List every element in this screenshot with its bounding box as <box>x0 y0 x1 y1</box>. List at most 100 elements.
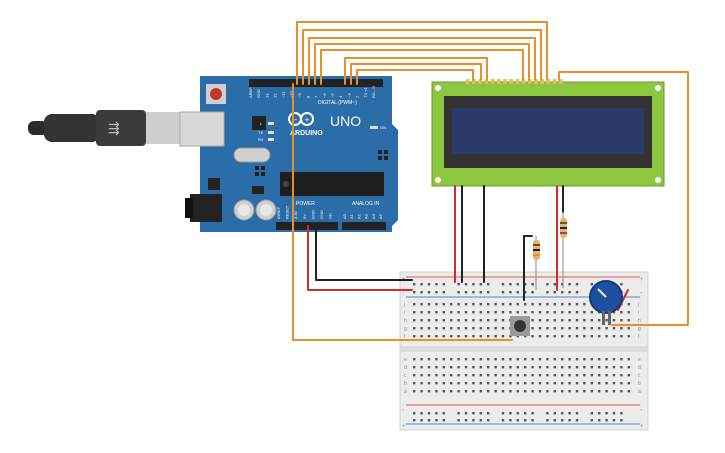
breadboard-hole[interactable] <box>575 283 579 286</box>
breadboard-hole[interactable] <box>420 366 423 369</box>
breadboard-hole[interactable] <box>627 303 630 306</box>
breadboard-hole[interactable] <box>538 319 542 322</box>
breadboard-hole[interactable] <box>435 283 438 286</box>
breadboard-hole[interactable] <box>575 374 579 377</box>
breadboard-hole[interactable] <box>501 327 505 330</box>
breadboard-hole[interactable] <box>612 319 616 322</box>
breadboard-hole[interactable] <box>583 327 586 330</box>
breadboard-hole[interactable] <box>568 390 571 393</box>
resistor-icon[interactable] <box>533 236 540 290</box>
breadboard-hole[interactable] <box>479 390 482 393</box>
breadboard-hole[interactable] <box>538 303 542 306</box>
breadboard-hole[interactable] <box>553 319 556 322</box>
breadboard-hole[interactable] <box>427 319 431 322</box>
breadboard-hole[interactable] <box>568 382 571 385</box>
breadboard-hole[interactable] <box>509 335 512 338</box>
breadboard-hole[interactable] <box>516 335 519 338</box>
analog-header[interactable] <box>342 222 386 230</box>
breadboard-hole[interactable] <box>457 335 460 338</box>
breadboard-hole[interactable] <box>531 412 534 415</box>
breadboard-hole[interactable] <box>487 390 490 393</box>
breadboard-hole[interactable] <box>598 382 601 385</box>
breadboard-hole[interactable] <box>442 335 445 338</box>
breadboard-hole[interactable] <box>553 311 556 314</box>
breadboard-hole[interactable] <box>450 382 453 385</box>
breadboard-hole[interactable] <box>516 283 519 286</box>
breadboard-hole[interactable] <box>546 303 549 306</box>
breadboard-hole[interactable] <box>524 412 527 415</box>
breadboard-hole[interactable] <box>501 419 505 422</box>
breadboard-hole[interactable] <box>435 412 438 415</box>
breadboard-hole[interactable] <box>575 412 579 415</box>
breadboard-hole[interactable] <box>479 291 482 294</box>
breadboard-hole[interactable] <box>487 382 490 385</box>
breadboard-hole[interactable] <box>524 283 527 286</box>
breadboard-hole[interactable] <box>413 319 416 322</box>
breadboard-hole[interactable] <box>450 358 453 361</box>
lcd-pin[interactable] <box>484 79 489 84</box>
breadboard-hole[interactable] <box>575 311 579 314</box>
breadboard-hole[interactable] <box>457 390 460 393</box>
breadboard-hole[interactable] <box>501 283 505 286</box>
breadboard-hole[interactable] <box>494 390 497 393</box>
breadboard-hole[interactable] <box>472 366 475 369</box>
breadboard-hole[interactable] <box>612 311 616 314</box>
breadboard-hole[interactable] <box>546 335 549 338</box>
breadboard-hole[interactable] <box>553 390 556 393</box>
breadboard-hole[interactable] <box>524 335 527 338</box>
breadboard-hole[interactable] <box>561 419 564 422</box>
breadboard-hole[interactable] <box>457 358 460 361</box>
breadboard-hole[interactable] <box>420 374 423 377</box>
breadboard-hole[interactable] <box>479 311 482 314</box>
breadboard-hole[interactable] <box>568 311 571 314</box>
breadboard-hole[interactable] <box>464 311 468 314</box>
breadboard-hole[interactable] <box>568 283 571 286</box>
breadboard-hole[interactable] <box>583 319 586 322</box>
breadboard-hole[interactable] <box>457 374 460 377</box>
breadboard-hole[interactable] <box>420 335 423 338</box>
lcd-pin[interactable] <box>466 79 470 84</box>
breadboard-hole[interactable] <box>427 303 431 306</box>
breadboard-hole[interactable] <box>435 358 438 361</box>
lcd-pin-header[interactable] <box>466 79 563 84</box>
breadboard-hole[interactable] <box>457 311 460 314</box>
breadboard-hole[interactable] <box>413 382 416 385</box>
lcd-pin[interactable] <box>534 79 538 84</box>
breadboard-hole[interactable] <box>531 382 534 385</box>
breadboard-hole[interactable] <box>516 311 519 314</box>
breadboard-hole[interactable] <box>605 390 608 393</box>
lcd-pin[interactable] <box>490 79 495 84</box>
breadboard-hole[interactable] <box>612 358 616 361</box>
breadboard-hole[interactable] <box>598 419 601 422</box>
breadboard-hole[interactable] <box>531 335 534 338</box>
breadboard-hole[interactable] <box>420 358 423 361</box>
breadboard-hole[interactable] <box>553 327 556 330</box>
breadboard-hole[interactable] <box>553 283 556 286</box>
breadboard-hole[interactable] <box>620 419 623 422</box>
breadboard-hole[interactable] <box>464 327 468 330</box>
breadboard-hole[interactable] <box>450 374 453 377</box>
breadboard-hole[interactable] <box>435 319 438 322</box>
breadboard-hole[interactable] <box>464 382 468 385</box>
lcd-pin[interactable] <box>546 79 551 84</box>
breadboard-hole[interactable] <box>442 382 445 385</box>
breadboard-hole[interactable] <box>561 311 564 314</box>
breadboard-hole[interactable] <box>605 419 608 422</box>
breadboard-hole[interactable] <box>620 374 623 377</box>
breadboard-hole[interactable] <box>531 319 534 322</box>
breadboard-hole[interactable] <box>524 358 527 361</box>
breadboard-hole[interactable] <box>487 412 490 415</box>
breadboard-hole[interactable] <box>561 319 564 322</box>
breadboard-hole[interactable] <box>501 412 505 415</box>
breadboard-hole[interactable] <box>620 335 623 338</box>
breadboard-hole[interactable] <box>487 335 490 338</box>
breadboard-hole[interactable] <box>435 291 438 294</box>
breadboard-hole[interactable] <box>605 382 608 385</box>
breadboard-hole[interactable] <box>457 303 460 306</box>
breadboard-hole[interactable] <box>524 311 527 314</box>
breadboard-hole[interactable] <box>420 327 423 330</box>
breadboard-hole[interactable] <box>590 419 593 422</box>
breadboard-hole[interactable] <box>524 374 527 377</box>
breadboard-hole[interactable] <box>568 358 571 361</box>
lcd-pin[interactable] <box>552 79 557 84</box>
